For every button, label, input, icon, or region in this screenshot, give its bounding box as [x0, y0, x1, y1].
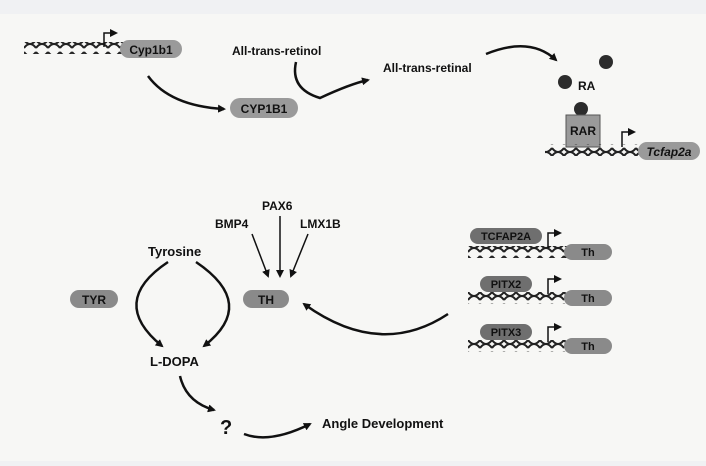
rar-receptor [565, 114, 601, 148]
arrow-question-to-angle [243, 422, 312, 439]
dna-strand-th-2 [468, 292, 568, 304]
label-question: ? [220, 417, 232, 439]
gene-pill-th-1 [564, 244, 612, 260]
enzyme-label-th: TH [258, 293, 274, 307]
gene-label-th-3: Th [581, 341, 595, 353]
arrow-lmx1b-to-th [289, 233, 309, 278]
label-retinol: All-trans-retinol [232, 44, 321, 58]
ra-ball-2 [558, 75, 572, 89]
gene-label-tcfap2a: Tcfap2a [647, 145, 692, 159]
protein-pill-cyp1b1 [230, 98, 298, 118]
arrow-bmp4-to-th [251, 233, 270, 278]
gene-label-th-1: Th [581, 247, 595, 259]
label-retinal: All-trans-retinal [383, 61, 472, 75]
ra-ball-1 [599, 55, 613, 69]
label-ra: RA [578, 79, 596, 93]
arrow-gene-to-protein [146, 75, 226, 113]
gene-label-th-2: Th [581, 293, 595, 305]
promoter-arrow-th-2 [547, 275, 562, 294]
tf-label-pitx2: PITX2 [491, 279, 522, 291]
promoter-arrow-cyp1b1 [103, 29, 118, 47]
gene-pill-tcfap2a [638, 142, 700, 160]
enzyme-pill-tyr [70, 290, 118, 308]
label-ldopa: L-DOPA [150, 354, 199, 369]
dna-strand-th-3 [468, 340, 568, 352]
promoter-arrow-th-1 [547, 229, 562, 248]
gene-label-cyp1b1: Cyp1b1 [129, 43, 173, 57]
gene-pill-th-3 [564, 338, 612, 354]
arrow-tyrosine-to-ldopa-left [135, 260, 169, 348]
dna-strand-cyp1b1 [24, 42, 126, 54]
arrow-ldopa-to-question [178, 375, 216, 413]
label-bmp4: BMP4 [215, 217, 249, 231]
label-tyrosine: Tyrosine [148, 244, 201, 259]
enzyme-pill-th [243, 290, 289, 308]
protein-label-cyp1b1: CYP1B1 [241, 102, 288, 116]
tf-label-pitx3: PITX3 [491, 327, 522, 339]
tf-label-tcfap2a: TCFAP2A [481, 231, 531, 243]
dna-strand-tcfap2a [545, 144, 645, 156]
label-angle-development: Angle Development [322, 416, 444, 431]
arrow-retinol-to-retinal [293, 61, 370, 100]
arrow-th-genes-to-th [302, 302, 449, 336]
label-rar: RAR [570, 124, 596, 138]
gene-pill-th-2 [564, 290, 612, 306]
arrow-tyrosine-to-ldopa-right [195, 260, 231, 348]
tf-pill-tcfap2a [470, 228, 542, 244]
ra-ball-bound [574, 102, 588, 116]
tf-pill-pitx3 [480, 324, 532, 340]
dna-strand-th-1 [468, 246, 568, 258]
pathway-diagram: Cyp1b1 CYP1B1 All-trans-retinol All-tran… [24, 29, 700, 439]
tf-pill-pitx2 [480, 276, 532, 292]
arrow-retinal-to-ra [485, 45, 558, 62]
enzyme-label-tyr: TYR [82, 293, 106, 307]
gene-pill-cyp1b1 [120, 40, 182, 58]
label-pax6: PAX6 [262, 199, 293, 213]
diagram-canvas: Cyp1b1 CYP1B1 All-trans-retinol All-tran… [0, 14, 706, 461]
promoter-arrow-tcfap2a [621, 128, 636, 147]
label-lmx1b: LMX1B [300, 217, 341, 231]
promoter-arrow-th-3 [547, 323, 562, 342]
